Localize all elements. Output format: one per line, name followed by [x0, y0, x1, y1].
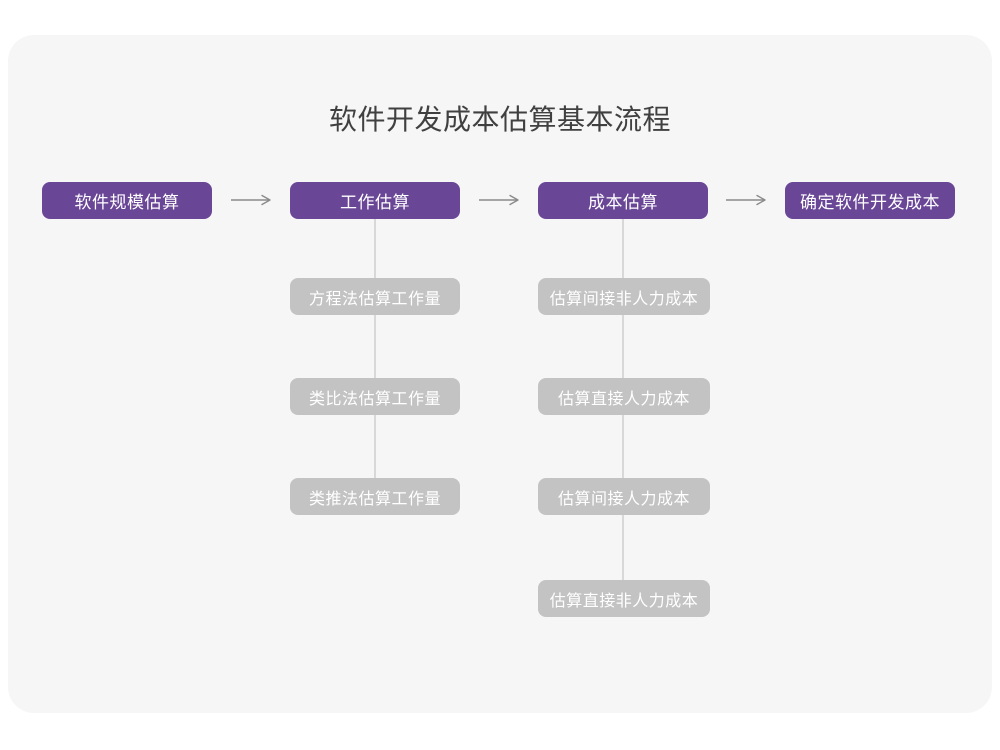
cost-item-label: 估算直接人力成本 [557, 390, 690, 408]
work-method-label: 方程法估算工作量 [308, 290, 441, 308]
diagram-card [8, 35, 992, 713]
work-methods-connector-line [374, 219, 376, 481]
flow-step-label: 工作估算 [340, 193, 410, 212]
flow-step-label: 确定软件开发成本 [800, 193, 940, 212]
cost-item-direct-labor: 估算直接人力成本 [538, 378, 710, 415]
work-method-label: 类比法估算工作量 [308, 390, 441, 408]
cost-item-label: 估算间接非人力成本 [549, 290, 699, 308]
cost-item-direct-non-labor: 估算直接非人力成本 [538, 580, 710, 617]
work-method-label: 类推法估算工作量 [308, 490, 441, 508]
flow-arrow-icon [231, 194, 271, 206]
cost-item-indirect-labor: 估算间接人力成本 [538, 478, 710, 515]
flow-step-software-scale-estimation: 软件规模估算 [42, 182, 212, 219]
work-method-extrapolation: 类推法估算工作量 [290, 478, 460, 515]
work-method-analogy: 类比法估算工作量 [290, 378, 460, 415]
flow-step-label: 软件规模估算 [74, 193, 180, 212]
diagram-title: 软件开发成本估算基本流程 [328, 104, 671, 135]
flow-step-work-estimation: 工作估算 [290, 182, 460, 219]
work-method-equation: 方程法估算工作量 [290, 278, 460, 315]
cost-item-label: 估算直接非人力成本 [549, 592, 699, 610]
flow-step-cost-estimation: 成本估算 [538, 182, 708, 219]
cost-item-indirect-non-labor: 估算间接非人力成本 [538, 278, 710, 315]
flow-arrow-icon [726, 194, 766, 206]
cost-item-label: 估算间接人力成本 [557, 490, 690, 508]
flow-step-label: 成本估算 [588, 193, 658, 212]
flow-step-determine-development-cost: 确定软件开发成本 [785, 182, 955, 219]
flow-arrow-icon [479, 194, 519, 206]
